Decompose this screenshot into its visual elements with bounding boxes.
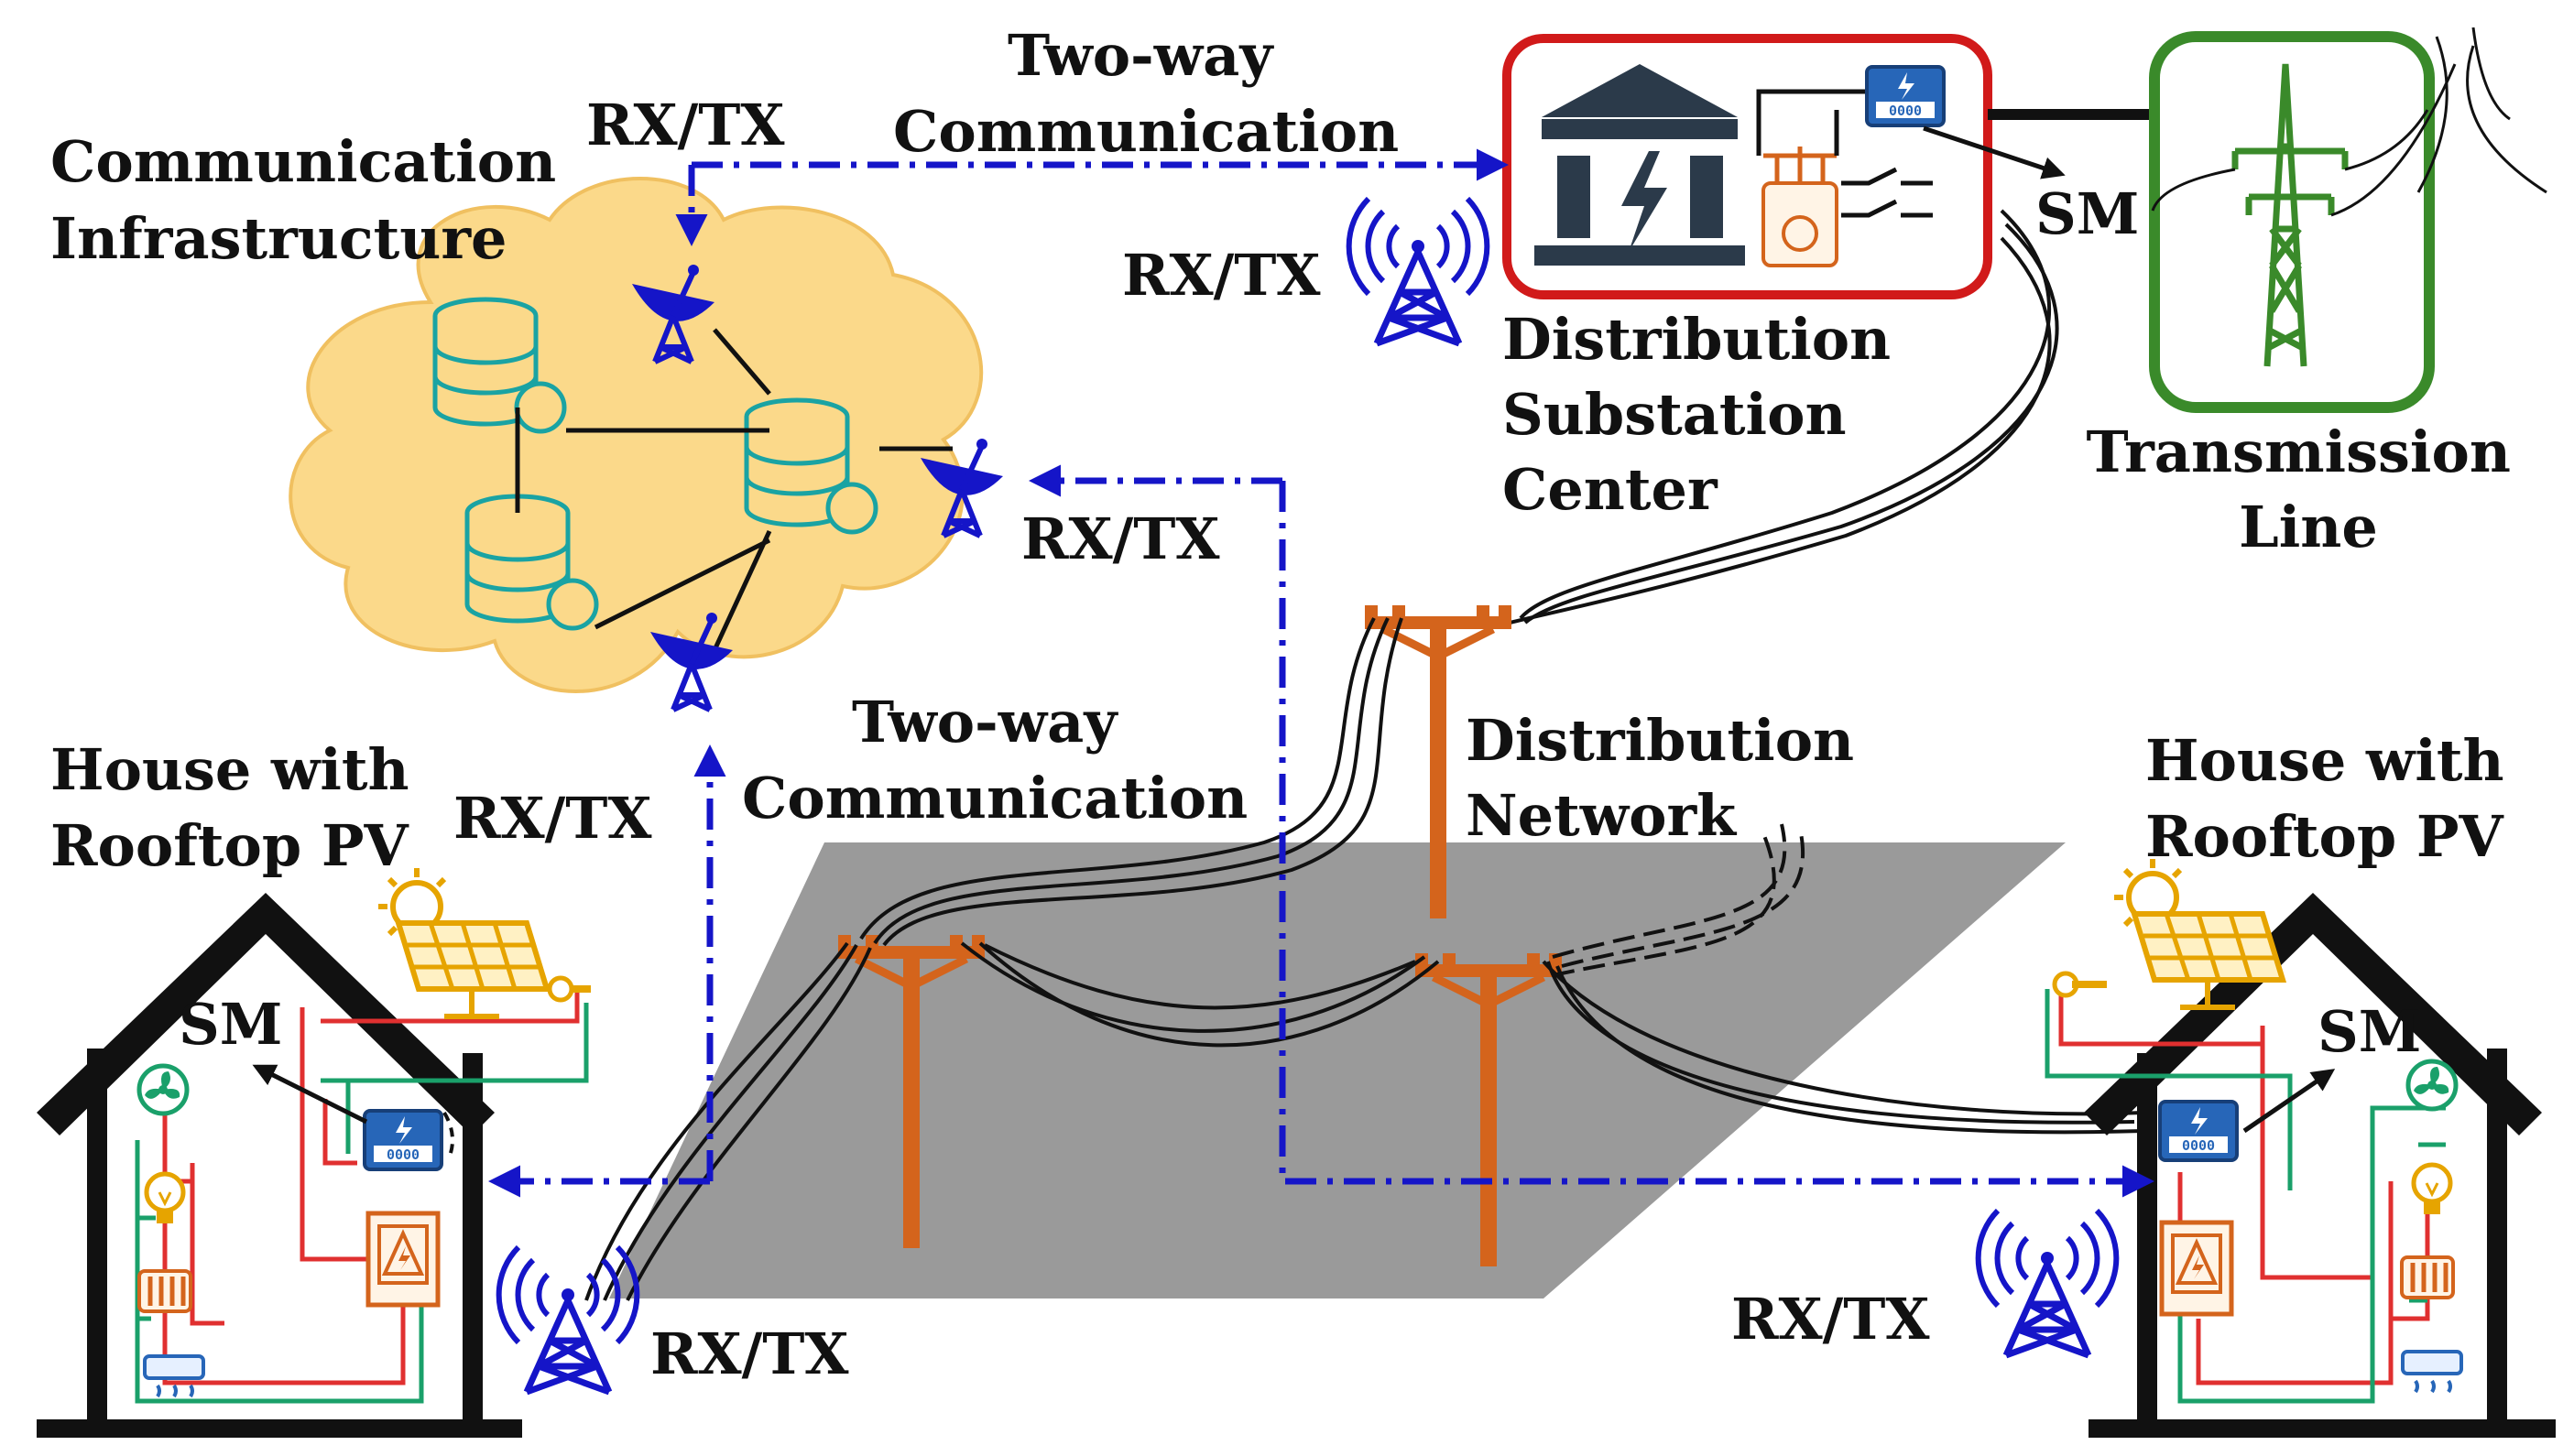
ground-plane bbox=[609, 842, 2066, 1298]
pylon-icon bbox=[2231, 63, 2349, 367]
sm-pointer-substation bbox=[1923, 125, 2066, 179]
panel-icon bbox=[2162, 1222, 2231, 1314]
sm-label-right: SM bbox=[2318, 998, 2421, 1065]
substation-icon bbox=[1534, 64, 1745, 266]
bulb-icon bbox=[2414, 1165, 2450, 1214]
rxtx-label-top-left: RX/TX bbox=[586, 92, 785, 158]
distribution-cables bbox=[584, 617, 2144, 1301]
rxtx-label-cloud-right: RX/TX bbox=[1021, 505, 1220, 572]
heater-icon bbox=[2402, 1257, 2453, 1298]
network-links bbox=[515, 328, 953, 652]
sm-pointer-left bbox=[252, 1064, 368, 1125]
antenna-tower-icon bbox=[1979, 1211, 2117, 1355]
panel-icon bbox=[368, 1213, 438, 1305]
air-conditioner-icon bbox=[143, 1354, 205, 1398]
rxtx-label-bottom-right: RX/TX bbox=[1731, 1286, 1930, 1353]
two-way-label-top: Two-way Communication bbox=[893, 22, 1399, 165]
transformer-icon bbox=[1761, 147, 1838, 267]
rxtx-label-bottom-left: RX/TX bbox=[650, 1320, 849, 1387]
transmission-label: Transmission Line bbox=[2087, 418, 2531, 560]
antenna-tower-icon bbox=[1349, 199, 1488, 343]
heater-icon bbox=[139, 1271, 191, 1311]
substation-busbars bbox=[1756, 89, 1933, 218]
smart-meter-icon bbox=[1865, 65, 1946, 127]
air-conditioner-icon bbox=[2401, 1350, 2463, 1394]
dashed-cables bbox=[1552, 823, 1805, 977]
house-right-label: House with Rooftop PV bbox=[2145, 727, 2524, 870]
comm-links bbox=[488, 148, 2154, 1198]
transmission-wires bbox=[2151, 27, 2547, 217]
house-right bbox=[2045, 859, 2556, 1438]
distribution-network-label: Distribution Network bbox=[1466, 707, 1874, 849]
house-left bbox=[37, 868, 591, 1438]
antenna-tower-icon bbox=[499, 1247, 638, 1392]
comm-infra-label: Communication Infrastructure bbox=[50, 128, 576, 272]
rxtx-label-substation: RX/TX bbox=[1122, 242, 1321, 309]
fan-icon bbox=[2408, 1061, 2456, 1109]
rxtx-label-cloud-bottom: RX/TX bbox=[453, 785, 652, 852]
house-left-label: House with Rooftop PV bbox=[50, 736, 429, 879]
substation-label: Distribution Substation Center bbox=[1502, 306, 1911, 523]
two-way-label-mid: Two-way Communication bbox=[742, 689, 1248, 831]
smart-meter-icon bbox=[2158, 1100, 2239, 1162]
sm-label-substation: SM bbox=[2035, 180, 2139, 247]
feeder-cables bbox=[1509, 209, 2059, 625]
sm-label-left: SM bbox=[179, 991, 282, 1058]
fan-icon bbox=[139, 1066, 187, 1114]
smart-meter-icon bbox=[363, 1109, 443, 1171]
sm-pointer-right bbox=[2242, 1069, 2336, 1134]
solar-panel-icon bbox=[378, 868, 547, 1016]
